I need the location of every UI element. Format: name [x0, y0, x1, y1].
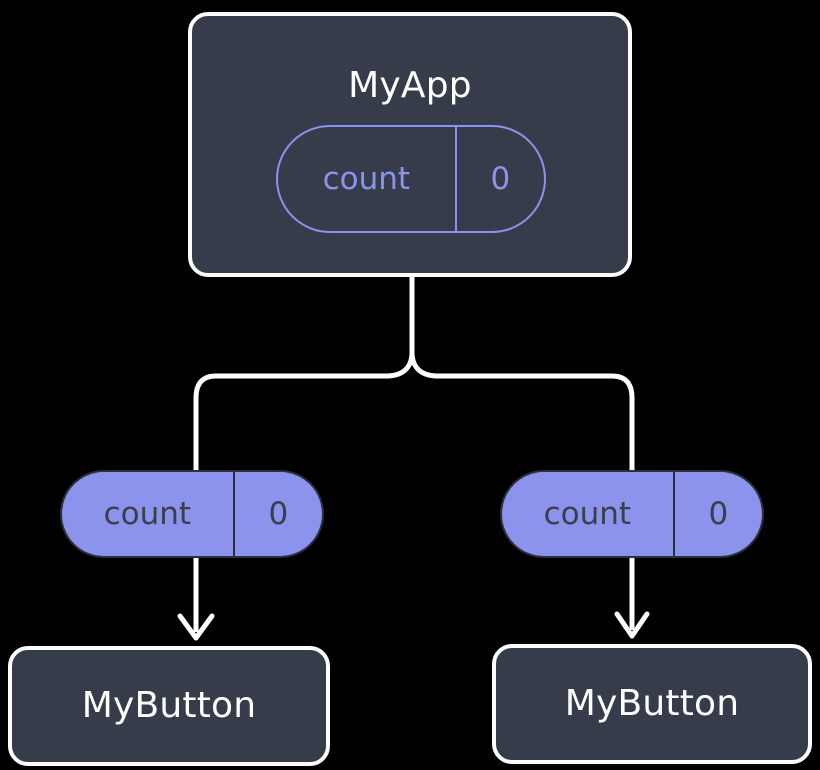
state-key-label: count	[543, 495, 632, 532]
state-key-label: count	[103, 495, 192, 532]
state-pill-consumer-left[interactable]: count 0	[60, 470, 324, 558]
arrow-head-right-icon	[614, 611, 650, 639]
state-value-label: 0	[672, 472, 762, 556]
state-pill-consumer-right[interactable]: count 0	[500, 470, 764, 558]
state-value-label: 0	[232, 472, 322, 556]
wire-branch-left	[193, 349, 415, 473]
arrow-head-left-icon	[177, 613, 215, 641]
state-value-label: 0	[454, 127, 544, 231]
component-title-myapp: MyApp	[348, 65, 472, 106]
wire-branch-right	[409, 349, 635, 473]
component-title-mybutton: MyButton	[564, 683, 740, 724]
component-title-mybutton: MyButton	[81, 685, 257, 726]
component-box-mybutton-right[interactable]: MyButton	[492, 644, 812, 764]
state-pill-root[interactable]: count 0	[276, 125, 546, 233]
state-key-label: count	[322, 160, 411, 197]
component-box-mybutton-left[interactable]: MyButton	[8, 646, 330, 766]
